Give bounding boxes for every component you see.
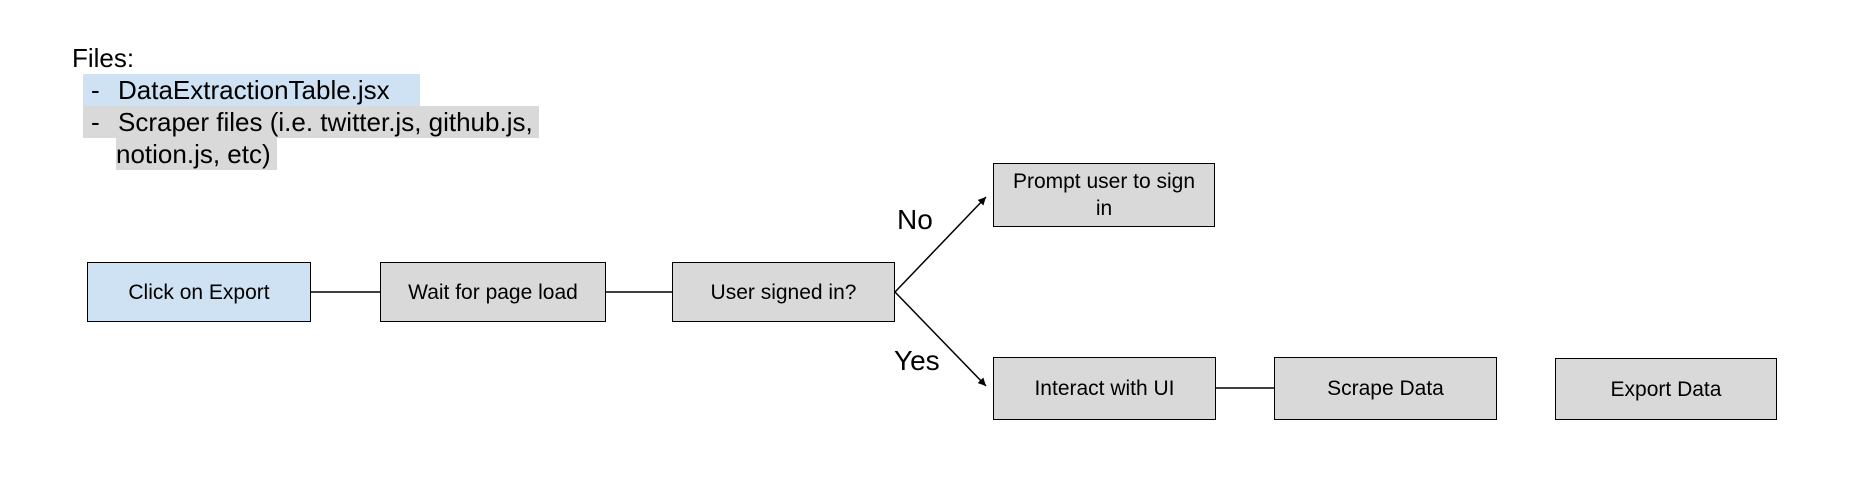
flow-node-label: Interact with UI xyxy=(1034,377,1175,400)
file-list-item-scraper-files: -Scraper files (i.e. twitter.js, github.… xyxy=(72,106,539,138)
flow-node-label: Click on Export xyxy=(128,280,270,304)
highlight-gray: -Scraper files (i.e. twitter.js, github.… xyxy=(83,106,539,138)
flow-node-user-signed-in[interactable]: User signed in? xyxy=(672,262,895,322)
file-list-item-scraper-files-continued: notion.js, etc) xyxy=(72,138,539,170)
flow-node-click-on-export[interactable]: Click on Export xyxy=(87,262,311,322)
flow-node-label: Scrape Data xyxy=(1327,377,1444,400)
flow-node-wait-for-page-load[interactable]: Wait for page load xyxy=(380,262,606,322)
highlight-gray: notion.js, etc) xyxy=(116,138,277,170)
flow-node-export-data[interactable]: Export Data xyxy=(1555,358,1777,420)
highlight-blue: -DataExtractionTable.jsx xyxy=(83,74,420,106)
file-name: DataExtractionTable.jsx xyxy=(118,75,390,105)
branch-label-no: No xyxy=(897,204,933,235)
bullet-dash: - xyxy=(91,107,100,137)
files-note-title: Files: xyxy=(72,43,135,73)
flow-node-label: Prompt user to sign in xyxy=(1012,170,1196,220)
flow-node-scrape-data[interactable]: Scrape Data xyxy=(1274,357,1497,420)
file-list-item-data-extraction-table: -DataExtractionTable.jsx xyxy=(72,74,539,106)
bullet-dash: - xyxy=(91,75,100,105)
flow-node-prompt-user-to-sign-in[interactable]: Prompt user to sign in xyxy=(993,163,1215,227)
flow-node-label: User signed in? xyxy=(710,280,857,304)
flow-node-interact-with-ui[interactable]: Interact with UI xyxy=(993,357,1216,420)
file-name: Scraper files (i.e. twitter.js, github.j… xyxy=(118,107,533,137)
flow-node-label: Export Data xyxy=(1610,377,1722,401)
file-name: notion.js, etc) xyxy=(116,139,271,169)
branch-label-yes: Yes xyxy=(894,345,940,376)
flow-node-label: Wait for page load xyxy=(408,280,578,304)
files-note: Files: -DataExtractionTable.jsx -Scraper… xyxy=(72,42,539,170)
